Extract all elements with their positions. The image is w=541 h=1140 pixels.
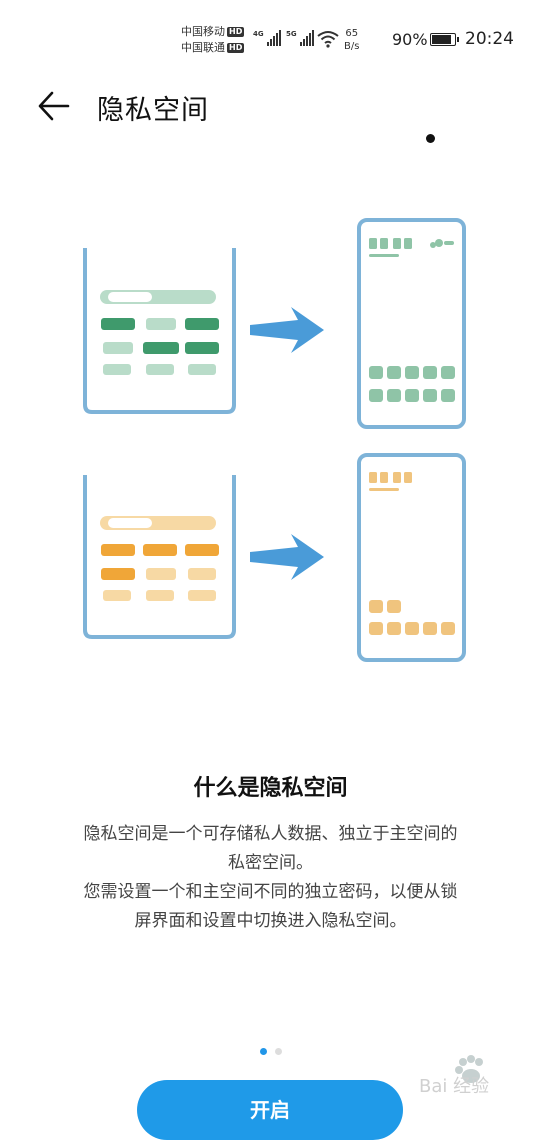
- back-button[interactable]: [34, 88, 74, 124]
- page-title: 隐私空间: [97, 95, 209, 126]
- enable-button[interactable]: 开启: [137, 1080, 403, 1140]
- section-description: 隐私空间是一个可存储私人数据、独立于主空间的 私密空间。 您需设置一个和主空间不…: [30, 820, 511, 936]
- arrow-icon: [250, 534, 324, 580]
- back-arrow-icon: [38, 91, 70, 121]
- description-line: 隐私空间是一个可存储私人数据、独立于主空间的: [83, 824, 458, 844]
- section-heading: 什么是隐私空间: [193, 776, 348, 801]
- network-speed: 65 B/s: [344, 28, 360, 52]
- description-line: 私密空间。: [228, 853, 313, 873]
- private-space-illustration: [83, 218, 466, 662]
- signal-4g-icon: 4G: [253, 30, 281, 46]
- page-indicator: [0, 1048, 541, 1055]
- battery-percent: 90%: [392, 30, 428, 49]
- main-space-homescreen: [357, 218, 466, 429]
- clock: 20:24: [465, 29, 514, 49]
- baidu-watermark: Bai 经验: [419, 1055, 489, 1096]
- private-space-phone: [83, 475, 236, 639]
- signal-5g-icon: 5G: [286, 30, 314, 46]
- page-dot-active: [259, 1048, 267, 1055]
- description-line: 屏界面和设置中切换进入隐私空间。: [134, 911, 407, 931]
- main-space-phone: [83, 248, 236, 414]
- description-line: 您需设置一个和主空间不同的独立密码，以便从锁: [83, 882, 458, 902]
- page-dot: [274, 1048, 282, 1055]
- overflow-dot: [426, 134, 435, 143]
- wifi-icon: [317, 31, 339, 48]
- arrow-icon: [250, 307, 324, 353]
- private-space-homescreen: [357, 453, 466, 662]
- watermark-text: Bai 经验: [419, 1076, 489, 1096]
- battery-icon: [430, 33, 459, 46]
